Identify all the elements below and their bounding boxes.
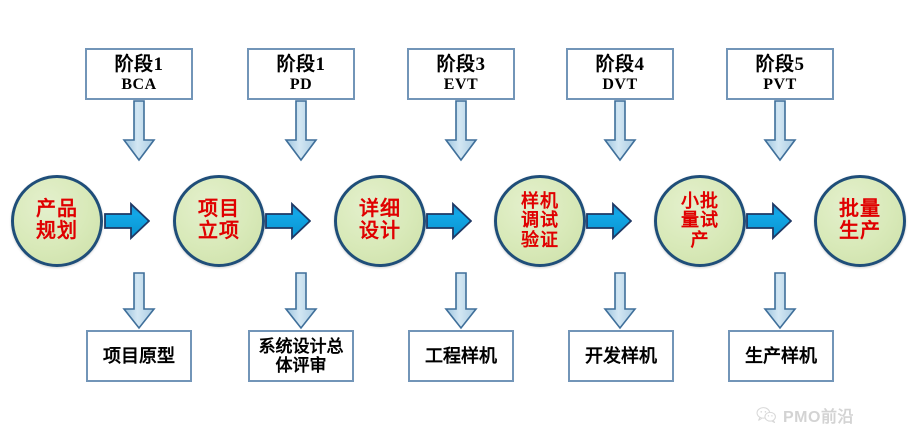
stage-box-1: 阶段1 BCA [85,48,193,100]
process-circle-1-line2: 规划 [36,220,78,242]
stage-box-1-line1: 阶段1 [114,54,164,76]
stage-box-3-line2: EVT [443,75,479,93]
deliverable-box-2-line2: 体评审 [275,356,327,375]
stage-box-3: 阶段3 EVT [407,48,515,100]
flow-arrow-4 [586,198,632,244]
deliverable-box-3: 工程样机 [408,330,514,382]
stage-box-5-line1: 阶段5 [755,54,805,76]
down-arrow-deliverable-5 [763,272,797,330]
process-circle-4-line3: 验证 [521,229,559,250]
stage-box-5: 阶段5 PVT [726,48,834,100]
process-circle-3-line2: 设计 [359,220,401,242]
process-circle-2-line2: 立项 [198,220,240,242]
process-circle-4: 样机 调试 验证 [494,175,586,267]
stage-box-5-line2: PVT [763,75,797,93]
deliverable-box-5-line1: 生产样机 [745,345,817,366]
down-arrow-stage-1 [122,100,156,162]
process-circle-1-line1: 产品 [36,198,78,221]
process-circle-5: 小批 量试 产 [654,175,746,267]
down-arrow-stage-2 [284,100,318,162]
flow-arrow-1 [104,198,150,244]
stage-box-4-line1: 阶段4 [595,54,645,76]
process-circle-4-line2: 调试 [521,210,559,231]
deliverable-box-3-line1: 工程样机 [425,345,497,366]
deliverable-box-5: 生产样机 [728,330,834,382]
flow-arrow-3 [426,198,472,244]
stage-box-4-line2: DVT [602,75,638,93]
down-arrow-deliverable-4 [603,272,637,330]
process-circle-2: 项目 立项 [173,175,265,267]
down-arrow-deliverable-3 [444,272,478,330]
stage-box-2-line1: 阶段1 [276,54,326,76]
deliverable-box-2: 系统设计总 体评审 [248,330,354,382]
process-circle-5-line1: 小批 [681,190,719,211]
deliverable-box-2-line1: 系统设计总 [258,336,344,356]
down-arrow-stage-4 [603,100,637,162]
flow-arrow-5 [746,198,792,244]
process-circle-2-line1: 项目 [198,198,240,221]
watermark-text: PMO前沿 [783,409,854,426]
process-circle-6: 批量 生产 [814,175,906,267]
down-arrow-deliverable-1 [122,272,156,330]
down-arrow-deliverable-2 [284,272,318,330]
process-circle-3-line1: 详细 [359,198,401,221]
stage-box-3-line1: 阶段3 [436,54,486,76]
deliverable-box-4-line1: 开发样机 [585,345,657,366]
stage-box-4: 阶段4 DVT [566,48,674,100]
process-circle-5-line2: 量试 [681,210,719,231]
process-circle-6-line1: 批量 [839,198,881,221]
process-circle-6-line2: 生产 [839,220,881,242]
stage-box-2-line2: PD [289,75,313,93]
stage-box-1-line2: BCA [121,75,157,93]
stage-box-2: 阶段1 PD [247,48,355,100]
deliverable-box-1: 项目原型 [86,330,192,382]
deliverable-box-4: 开发样机 [568,330,674,382]
deliverable-box-1-line1: 项目原型 [103,345,175,366]
watermark: PMO前沿 [756,403,854,427]
process-circle-1: 产品 规划 [11,175,103,267]
process-circle-4-line1: 样机 [521,190,559,211]
process-circle-5-line3: 产 [690,229,710,250]
process-circle-3: 详细 设计 [334,175,426,267]
down-arrow-stage-5 [763,100,797,162]
down-arrow-stage-3 [444,100,478,162]
wechat-icon [756,407,776,424]
flow-arrow-2 [265,198,311,244]
